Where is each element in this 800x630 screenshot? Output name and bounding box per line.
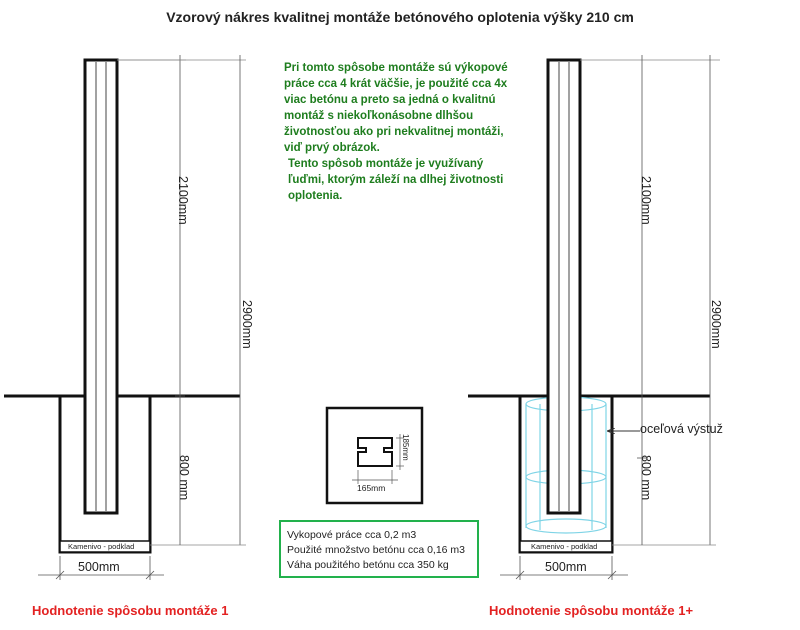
rebar-label: oceľová výstuž (640, 422, 723, 436)
right-dim-depth: 800 mm (639, 455, 653, 501)
right-dim-width: 500mm (545, 560, 587, 574)
left-post (83, 58, 119, 515)
right-dim-total-height: 2900mm (709, 300, 723, 349)
left-dim-depth: 800 mm (177, 455, 191, 501)
left-dim-post-height: 2100mm (176, 176, 190, 225)
right-post (546, 58, 582, 515)
left-gravel-bed (59, 540, 151, 553)
left-gravel-label: Kamenivo - podklad (68, 542, 135, 551)
stats-concrete-weight: Váha použitého betónu cca 350 kg (287, 559, 449, 571)
stats-concrete-volume: Použité množstvo betónu cca 0,16 m3 (287, 544, 466, 556)
quality-description-note: Pri tomto spôsobe montáže sú výkopové pr… (284, 62, 508, 154)
stats-box: Vykopové práce cca 0,2 m3 Použité množst… (279, 520, 479, 578)
right-gravel-label: Kamenivo - podklad (531, 542, 598, 551)
h-profile-shape (357, 437, 393, 467)
right-rating-label: Hodnotenie spôsobu montáže 1+ (489, 603, 694, 618)
left-drawing (4, 55, 246, 580)
stats-excavation: Vykopové práce cca 0,2 m3 (287, 529, 417, 541)
right-drawing (468, 55, 720, 580)
left-dim-width: 500mm (78, 560, 120, 574)
right-gravel-bed (519, 540, 613, 553)
cross-section-dim-width: 165mm (357, 483, 386, 493)
left-rating-label: Hodnotenie spôsobu montáže 1 (32, 603, 229, 618)
page-title: Vzorový nákres kvalitnej montáže betónov… (166, 9, 634, 25)
left-dim-total-height: 2900mm (240, 300, 254, 349)
usage-description-note: Tento spôsob montáže je využívaný ľuďmi,… (288, 158, 504, 202)
right-dim-post-height: 2100mm (639, 176, 653, 225)
post-cross-section (325, 406, 424, 505)
cross-section-dim-height: 185mm (401, 434, 410, 461)
